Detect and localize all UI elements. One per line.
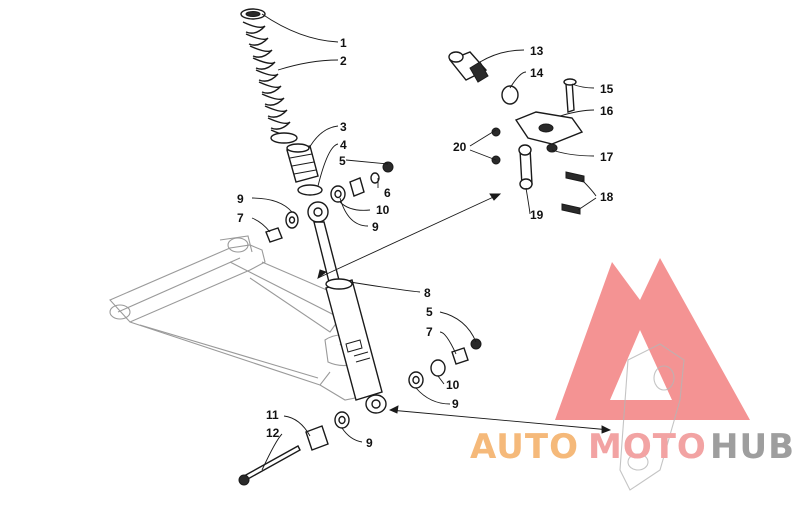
callout-5-lower: 5 [426,305,433,319]
bump-stop [286,143,319,183]
lower-hardware [238,338,482,486]
callout-9-upper-right: 9 [372,220,379,234]
callout-8: 8 [424,286,431,300]
callout-1: 1 [340,36,347,50]
callout-12: 12 [266,426,280,440]
coil-spring [240,8,298,144]
callout-3: 3 [340,120,347,134]
callout-9-lower-right: 9 [452,397,459,411]
callout-13: 13 [530,44,544,58]
shock-absorber [307,201,387,414]
callout-16: 16 [600,104,614,118]
callout-18: 18 [600,190,614,204]
callout-4: 4 [340,138,347,152]
callout-5-upper: 5 [339,154,346,168]
callout-14: 14 [530,66,544,80]
leader-lines [251,13,597,471]
callout-9-upper-left: 9 [237,192,244,206]
assembly-arrows [317,193,612,434]
callout-20: 20 [453,140,467,154]
stabilizer-link-hardware [448,51,585,215]
spring-seat-washer [297,184,323,196]
callout-17: 17 [600,150,614,164]
callout-2: 2 [340,54,347,68]
callout-19: 19 [530,208,544,222]
callout-10-upper: 10 [376,203,390,217]
watermark-text: AUTO MOTO HUB [470,427,795,467]
callout-7-lower: 7 [426,325,433,339]
callout-15: 15 [600,82,614,96]
callout-7-upper: 7 [237,211,244,225]
callout-numbers: 1 2 3 4 5 6 9 7 10 9 13 14 15 16 20 17 1… [237,36,614,450]
callout-9-lower-left: 9 [366,436,373,450]
watermark-auto: AUTO [470,427,579,467]
callout-10-lower: 10 [446,378,460,392]
watermark-moto: MOTO [588,427,707,467]
automotohub-watermark [555,258,750,491]
callout-6: 6 [384,186,391,200]
callout-11: 11 [266,408,279,422]
watermark-hub: HUB [710,427,795,467]
watermark-triangle-logo [555,258,750,420]
ghost-linkage-part [619,343,685,491]
